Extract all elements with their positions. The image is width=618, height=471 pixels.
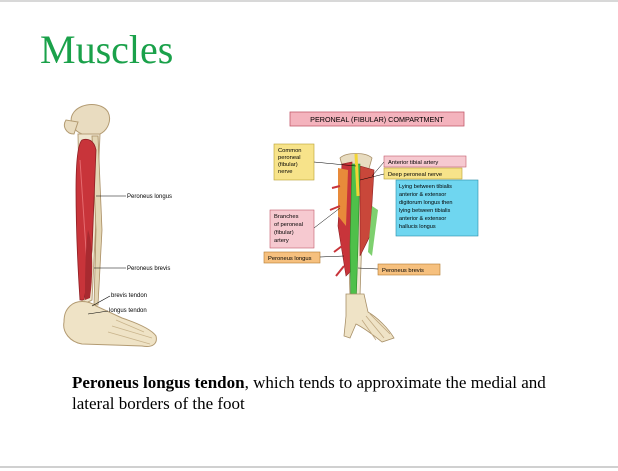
caption-rest: , which tends to approximate the medial … (72, 373, 546, 413)
label-peroneus-brevis: Peroneus brevis (127, 266, 170, 272)
figure-heading: PERONEAL (FIBULAR) COMPARTMENT (310, 115, 444, 124)
top-rule (0, 0, 618, 2)
label-longus-tendon: longus tendon (109, 308, 147, 314)
caption-bold: Peroneus longus tendon (72, 373, 245, 392)
label-box-common-peroneal-nerve (273, 143, 315, 181)
label-deep-peroneal-nerve: Deep peroneal nerve (388, 172, 442, 178)
label-right-peroneus-brevis: Peroneus brevis (382, 268, 424, 274)
label-deep-nerve-note: Lying between tibialis anterior & extens… (399, 184, 454, 230)
label-anterior-tibial-artery: Anterior tibial artery (388, 160, 438, 166)
lateral-leg-illustration: Peroneus longus Peroneus brevis brevis t… (63, 104, 172, 347)
label-box-anterior-tibial-artery (383, 155, 467, 168)
label-box-deep-nerve-note (395, 179, 479, 237)
label-common-peroneal-nerve: Common peroneal (fibular) nerve (278, 148, 303, 175)
label-box-peroneus-brevis (377, 263, 441, 276)
bottom-rule (0, 466, 618, 468)
slide-caption: Peroneus longus tendon, which tends to a… (72, 372, 572, 414)
label-brevis-tendon: brevis tendon (111, 293, 147, 299)
label-box-peroneus-longus (263, 251, 321, 264)
heading-box (289, 111, 465, 127)
label-branches-peroneal-artery: Branches of peroneal (fibular) artery (274, 214, 305, 244)
peroneal-compartment-illustration: PERONEAL (FIBULAR) COMPARTMENT Common pe… (263, 111, 479, 343)
slide-title: Muscles (40, 27, 174, 72)
label-box-branches-peroneal-artery (269, 209, 315, 249)
label-box-deep-peroneal-nerve (383, 167, 463, 180)
label-peroneus-longus: Peroneus longus (127, 194, 172, 200)
label-right-peroneus-longus: Peroneus longus (268, 256, 312, 262)
